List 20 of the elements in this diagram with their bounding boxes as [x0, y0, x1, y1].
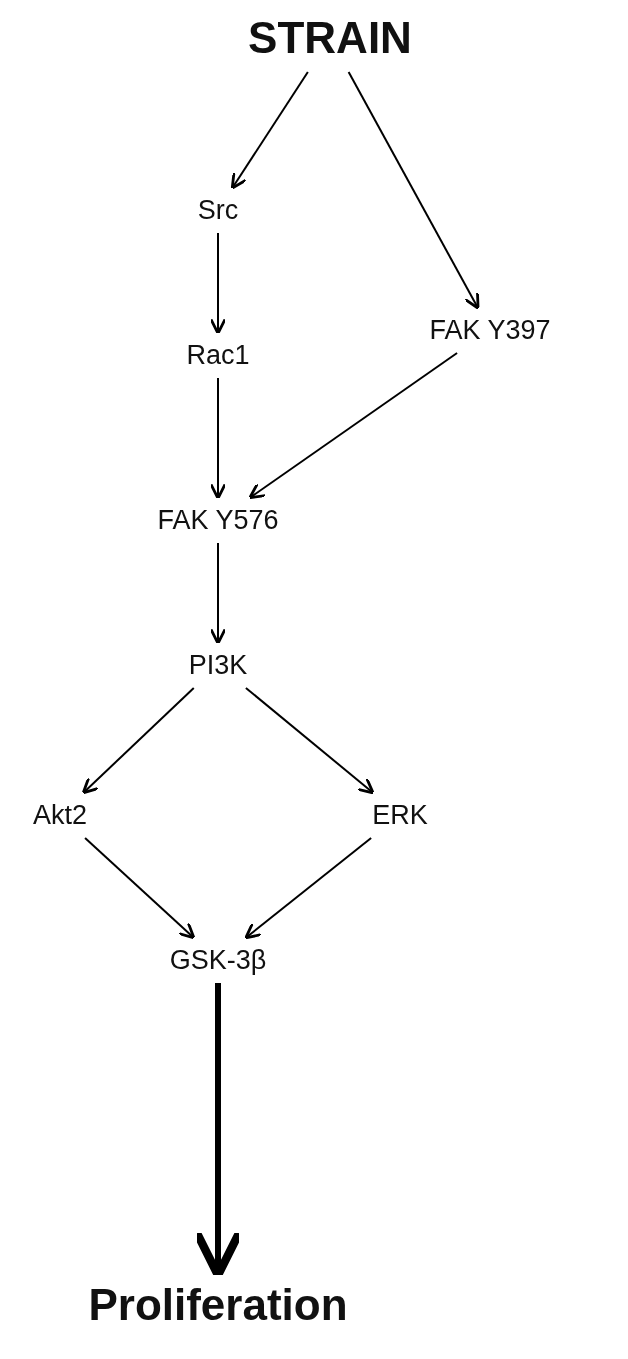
node-label: PI3K: [188, 649, 248, 681]
heading-label: Proliferation: [88, 1280, 348, 1330]
arrow: [209, 542, 227, 645]
node-label: GSK-3β: [169, 944, 267, 976]
node-label: FAK Y576: [157, 504, 279, 536]
node-label: ERK: [372, 799, 428, 831]
arrow: [244, 837, 373, 940]
arrow: [209, 232, 227, 335]
arrow: [84, 837, 196, 940]
node-label: Rac1: [186, 339, 250, 371]
arrow: [230, 71, 309, 190]
arrow: [244, 687, 375, 795]
node-label: FAK Y397: [429, 314, 551, 346]
node-label: Src: [197, 194, 239, 226]
arrow: [248, 352, 459, 500]
arrow: [347, 71, 480, 310]
arrow: [209, 377, 227, 500]
arrow: [81, 687, 195, 795]
node-label: Akt2: [33, 799, 87, 831]
heading-label: STRAIN: [248, 13, 412, 63]
